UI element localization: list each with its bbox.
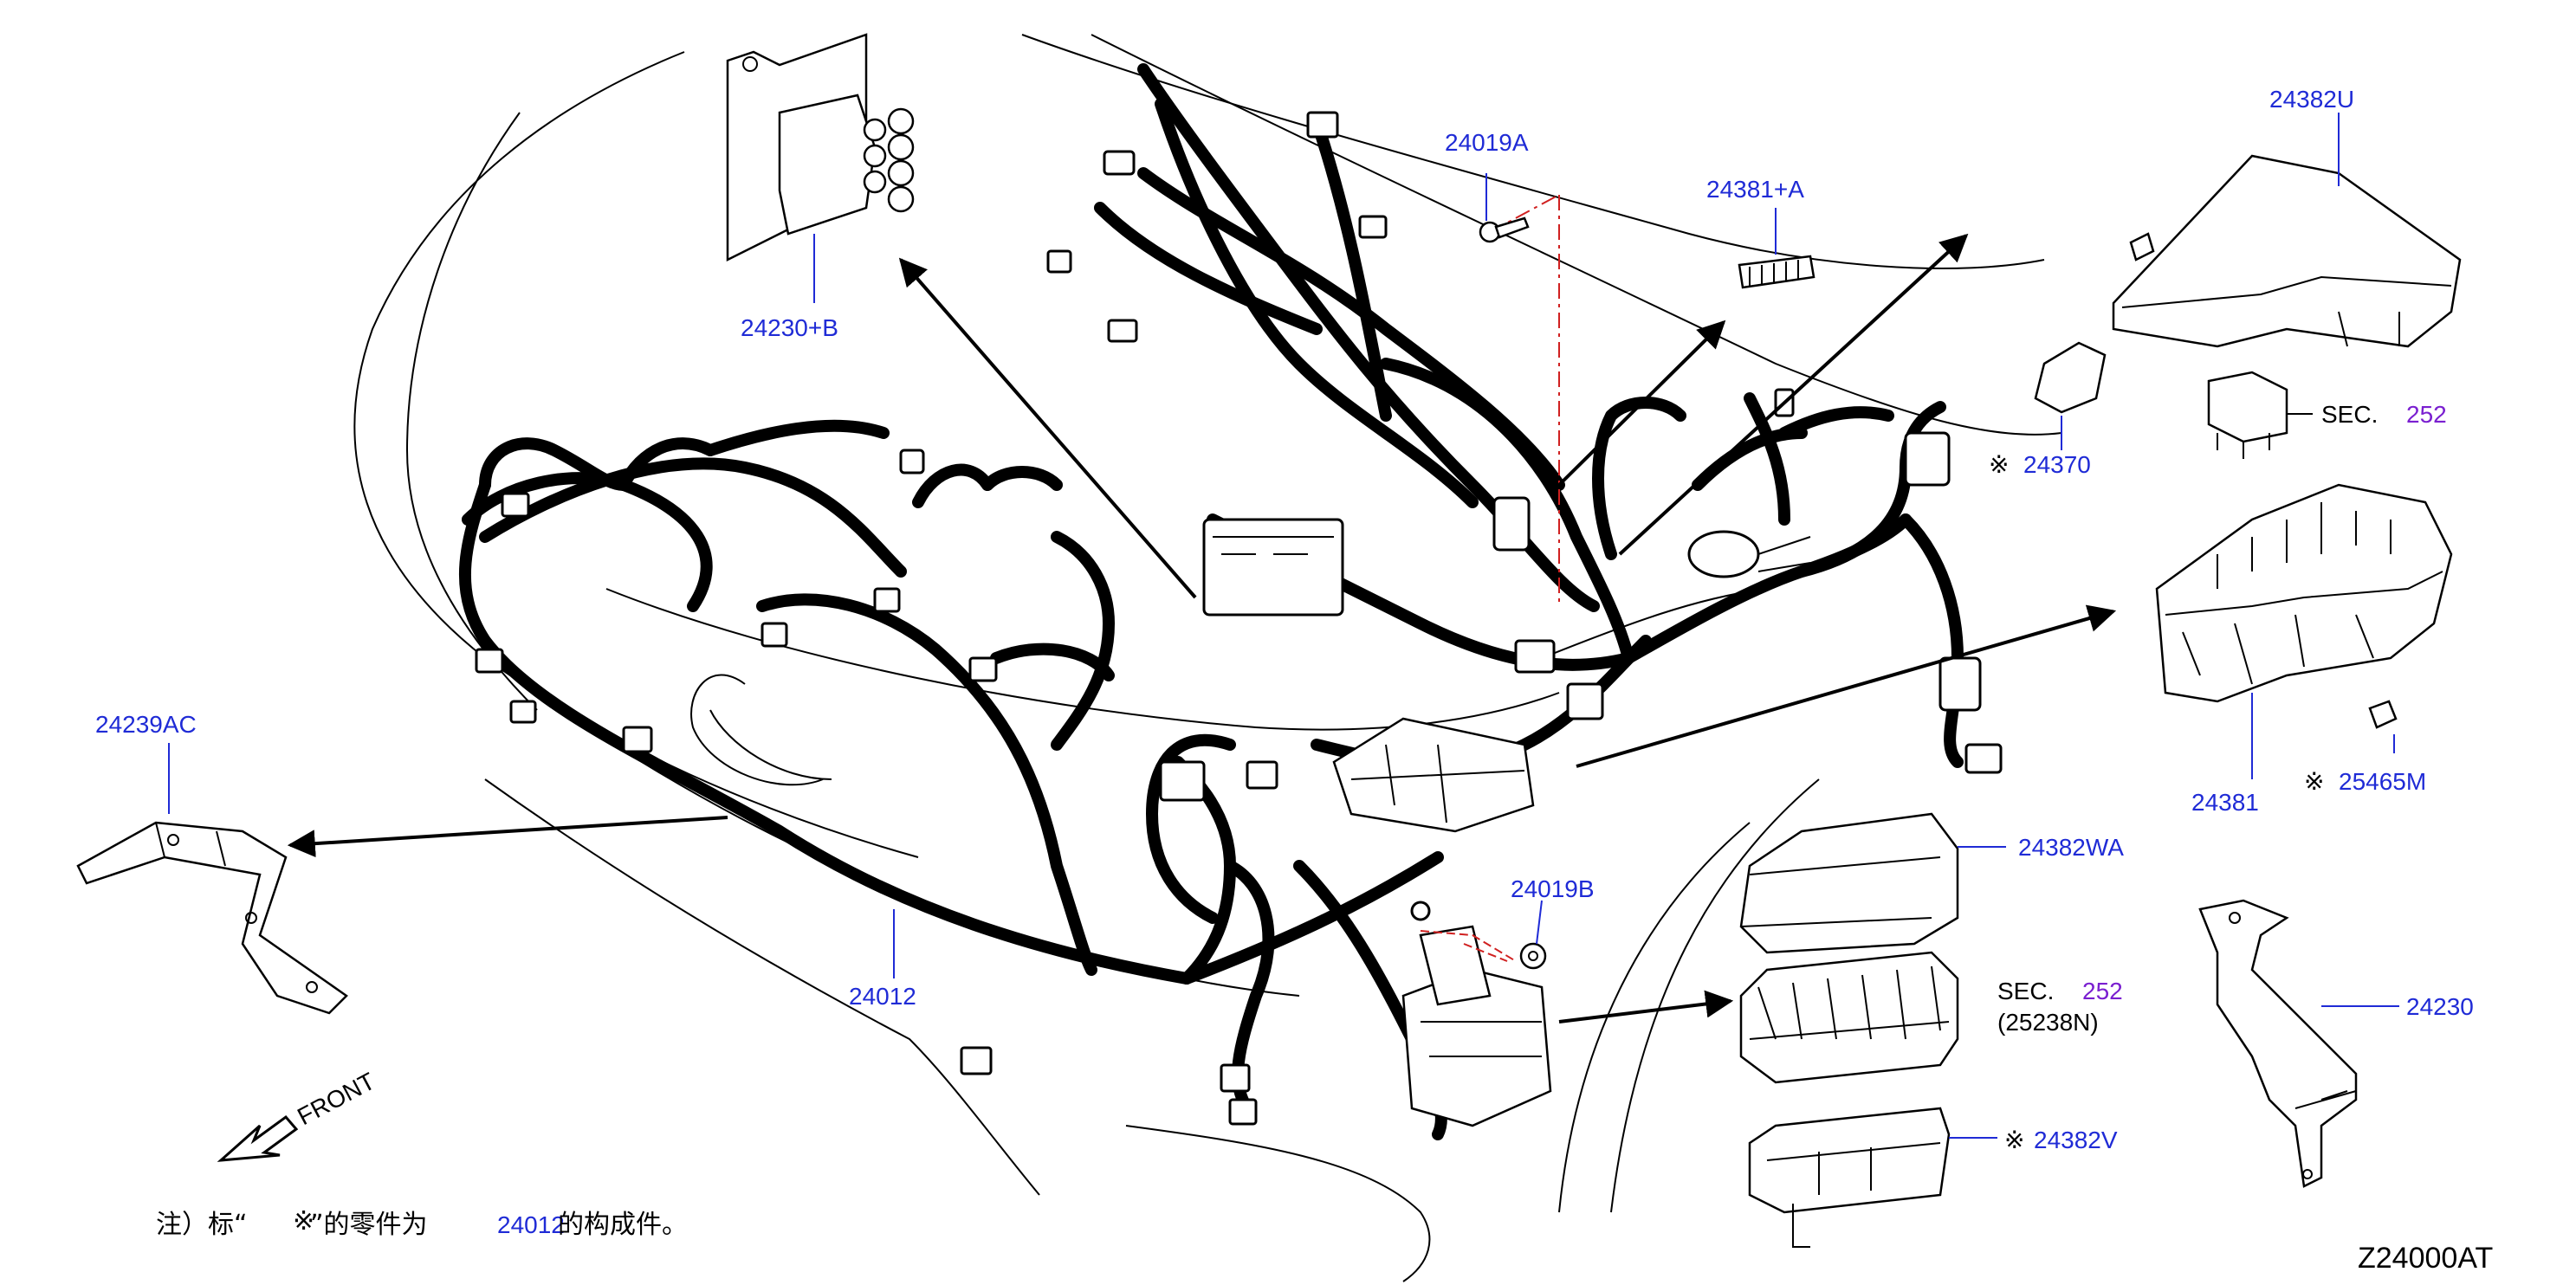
- part-24381-fuse-block: [2155, 483, 2453, 779]
- label-24230: 24230: [2406, 993, 2474, 1020]
- mark-24370: ※: [1989, 451, 2009, 478]
- part-24230B-bracket: [726, 33, 915, 303]
- footnote-text-a: 注）标“: [156, 1210, 248, 1240]
- footnote-text-c: 的构成件。: [558, 1210, 688, 1240]
- label-24230B: 24230+B: [741, 314, 838, 341]
- label-24382WA: 24382WA: [2018, 834, 2124, 861]
- label-24019A: 24019A: [1445, 129, 1529, 156]
- sec-number-lower: 252: [2082, 978, 2123, 1004]
- part-24019A-bolt: [1479, 173, 1530, 243]
- sec-sub-lower: (25238N): [1997, 1009, 2099, 1036]
- install-guide-lines: [1420, 194, 1560, 962]
- part-relay-sec252: [2207, 371, 2313, 459]
- label-24381: 24381: [2191, 789, 2259, 816]
- part-24382U-cover: [2112, 113, 2462, 348]
- label-25465M: 25465M: [2339, 768, 2426, 795]
- footnote-part-ref: 24012: [497, 1211, 565, 1238]
- part-labels: 24230+B 24019A 24381+A 24382U SEC. 252 ※…: [95, 86, 2474, 1153]
- label-24381A: 24381+A: [1706, 176, 1804, 203]
- footnote-symbol: ※: [293, 1206, 314, 1237]
- label-24370: 24370: [2023, 451, 2091, 478]
- footnote-text-b: ”的零件为: [310, 1210, 428, 1240]
- part-24230-bracket: [2198, 899, 2399, 1188]
- mark-25465M: ※: [2304, 768, 2324, 795]
- harness-connectors: [475, 111, 2003, 1127]
- part-24381A-connector: [1738, 208, 1815, 289]
- mark-24382V: ※: [2004, 1127, 2024, 1153]
- sec-label-upper: SEC.: [2321, 401, 2378, 428]
- part-24382V-tray: [1748, 1107, 1997, 1248]
- label-24019B: 24019B: [1511, 875, 1595, 902]
- label-24239AC: 24239AC: [95, 711, 197, 738]
- part-fuse-block-sec252: [1739, 951, 1959, 1084]
- part-24382WA-cover: [1739, 812, 2006, 954]
- diagram-code: Z24000AT: [2358, 1242, 2493, 1275]
- part-24239AC-bracket: [76, 743, 348, 1015]
- part-25465M-fuse: [2368, 700, 2398, 753]
- main-harness-24012: [458, 63, 1964, 1140]
- label-24012: 24012: [849, 983, 916, 1010]
- front-label: FRONT: [293, 1068, 379, 1131]
- label-24382U: 24382U: [2269, 86, 2354, 113]
- footnote: 注）标“ ※ ”的零件为 24012 的构成件。: [156, 1206, 688, 1240]
- sec-number-upper: 252: [2406, 401, 2447, 428]
- part-24019B-nut: [1519, 900, 1547, 970]
- sec-label-lower: SEC.: [1997, 978, 2054, 1004]
- label-24382V: 24382V: [2034, 1127, 2118, 1153]
- callout-arrows: [287, 233, 2117, 1023]
- part-24370-relay: [2034, 341, 2107, 450]
- front-direction-indicator: FRONT: [217, 1068, 379, 1162]
